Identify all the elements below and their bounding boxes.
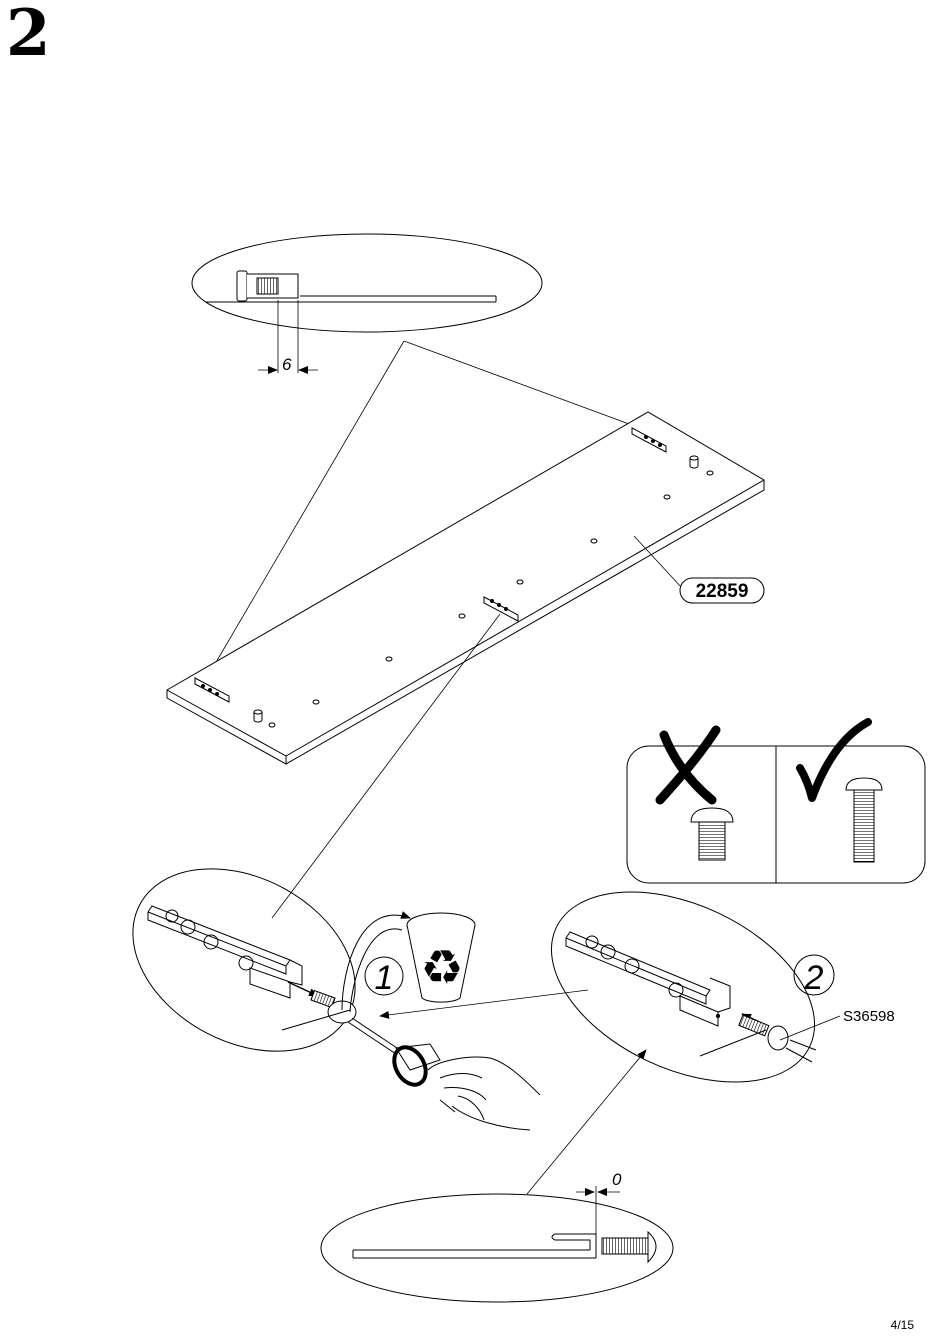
bottom-detail-ellipse bbox=[321, 1186, 673, 1302]
left-detail-ellipse bbox=[101, 832, 386, 1088]
cross-mark-icon bbox=[660, 730, 716, 800]
leader-line bbox=[380, 990, 588, 1016]
svg-text:♻: ♻ bbox=[420, 940, 463, 996]
leader-line bbox=[527, 1050, 646, 1194]
leader-line bbox=[404, 341, 640, 428]
recycle-bin-icon: ♻ bbox=[407, 913, 475, 1002]
part-code-label: 22859 bbox=[696, 581, 749, 602]
correct-screw bbox=[846, 778, 882, 862]
page-number: 4/15 bbox=[891, 1318, 914, 1332]
right-detail-ellipse bbox=[521, 854, 844, 1121]
screw-comparison-box bbox=[627, 722, 925, 883]
top-detail-ellipse bbox=[192, 234, 542, 373]
dimension-bottom-label: 0 bbox=[612, 1170, 622, 1189]
leader-line bbox=[780, 1016, 840, 1040]
panel-board bbox=[167, 412, 764, 764]
substep-2-label: 2 bbox=[804, 959, 824, 997]
dimension-top-label: 6 bbox=[282, 355, 292, 374]
wrong-screw bbox=[691, 808, 733, 860]
screw-code-label: S36598 bbox=[843, 1008, 895, 1025]
screwdriver bbox=[348, 1018, 440, 1090]
substep-1-label: 1 bbox=[375, 959, 394, 997]
hand bbox=[428, 1057, 540, 1130]
